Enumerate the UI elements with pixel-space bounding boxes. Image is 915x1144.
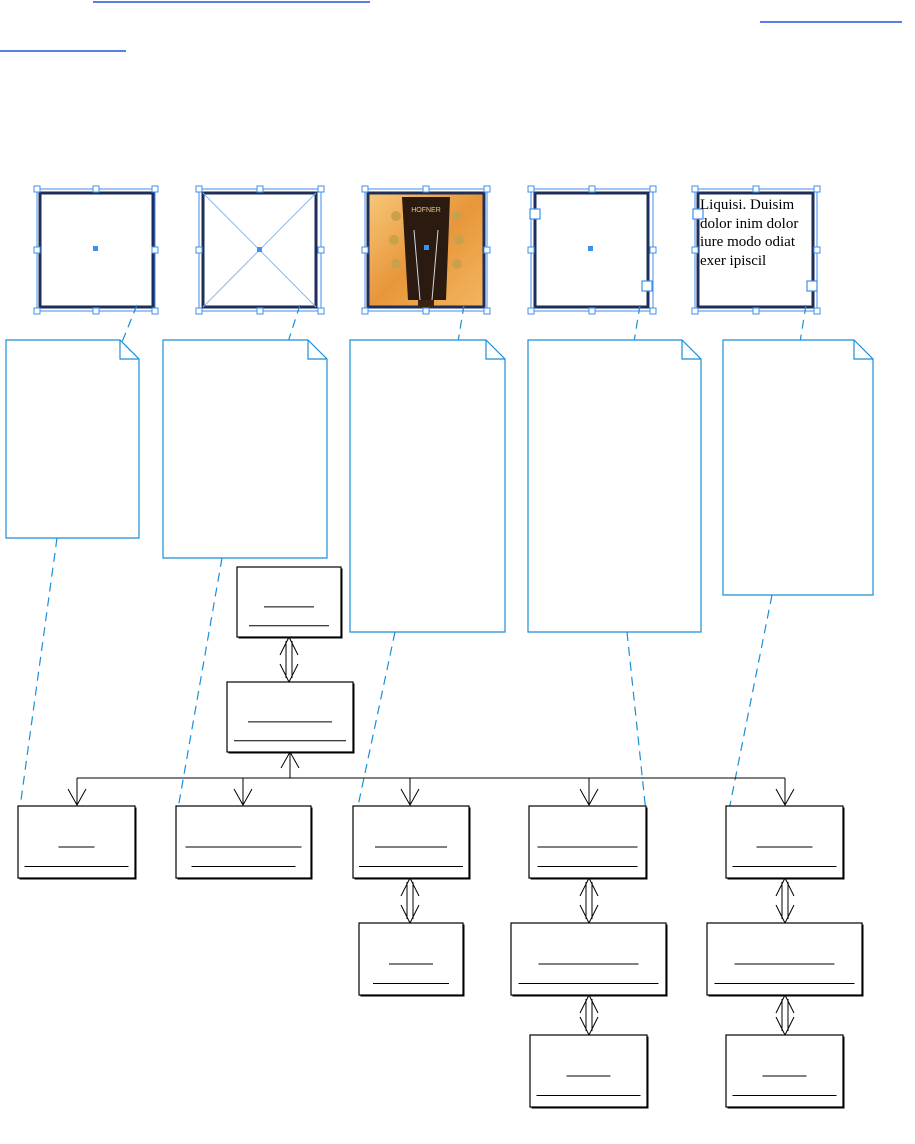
callout-note-5 xyxy=(722,339,874,596)
resize-handle[interactable] xyxy=(527,246,535,254)
resize-handle[interactable] xyxy=(33,307,41,315)
great-grandchild-box[interactable] xyxy=(725,1034,845,1109)
dashed-connectors xyxy=(17,304,807,823)
resize-handle[interactable] xyxy=(151,246,159,254)
resize-handle[interactable] xyxy=(33,246,41,254)
resize-handle[interactable] xyxy=(691,246,699,254)
selection-handles[interactable] xyxy=(33,185,821,315)
frame-text-content: Liquisi. Duisim dolor inim dolor iure mo… xyxy=(700,197,799,269)
resize-handle[interactable] xyxy=(527,185,535,193)
frame-image[interactable]: HOFNER xyxy=(364,188,488,312)
frame-text[interactable] xyxy=(694,188,818,312)
resize-handle[interactable] xyxy=(317,185,325,193)
thread-port[interactable] xyxy=(806,280,818,292)
resize-handle[interactable] xyxy=(422,185,430,193)
link-underlines xyxy=(0,1,902,52)
resize-handle[interactable] xyxy=(691,307,699,315)
callout-to-box-1 xyxy=(17,537,58,823)
callout-note-4 xyxy=(527,339,702,633)
double-arrow xyxy=(279,635,299,684)
thread-port[interactable] xyxy=(529,208,541,220)
callout-to-box-2 xyxy=(175,557,223,821)
resize-handle[interactable] xyxy=(649,307,657,315)
callout-to-box-3 xyxy=(354,631,396,821)
root-box[interactable] xyxy=(236,566,343,639)
resize-handle[interactable] xyxy=(483,185,491,193)
resize-handle[interactable] xyxy=(691,185,699,193)
thread-port[interactable] xyxy=(641,280,653,292)
arrowhead xyxy=(400,788,420,807)
resize-handle[interactable] xyxy=(361,246,369,254)
resize-handle[interactable] xyxy=(527,307,535,315)
callout-to-box-5 xyxy=(726,594,773,821)
resize-handle[interactable] xyxy=(195,307,203,315)
resize-handle[interactable] xyxy=(588,185,596,193)
resize-handle[interactable] xyxy=(649,246,657,254)
resize-handle[interactable] xyxy=(151,185,159,193)
callout-note-3 xyxy=(349,339,506,633)
resize-handle[interactable] xyxy=(649,185,657,193)
resize-handle[interactable] xyxy=(92,307,100,315)
double-arrow xyxy=(775,876,795,925)
resize-handle[interactable] xyxy=(361,307,369,315)
tree-connectors xyxy=(76,752,786,805)
parent-box[interactable] xyxy=(226,681,355,754)
arrowhead xyxy=(579,788,599,807)
callouts xyxy=(5,339,874,633)
great-grandchild-box[interactable] xyxy=(529,1034,649,1109)
child-box[interactable] xyxy=(528,805,648,880)
double-arrow xyxy=(579,876,599,925)
headstock-brand: HOFNER xyxy=(411,207,441,214)
resize-handle[interactable] xyxy=(588,307,596,315)
frame-to-callout-2 xyxy=(287,304,301,343)
callout-to-box-4 xyxy=(626,631,648,823)
double-arrow xyxy=(579,993,599,1037)
double-arrow xyxy=(400,876,420,925)
child-box[interactable] xyxy=(725,805,845,880)
callout-note-2 xyxy=(162,339,328,559)
grandchild-box[interactable] xyxy=(510,922,668,997)
resize-handle[interactable] xyxy=(151,307,159,315)
resize-handle[interactable] xyxy=(813,307,821,315)
child-box[interactable] xyxy=(17,805,137,880)
resize-handle[interactable] xyxy=(317,307,325,315)
frame-threaded[interactable] xyxy=(530,188,654,312)
arrowhead xyxy=(67,788,87,807)
resize-handle[interactable] xyxy=(752,307,760,315)
frame-to-callout-4 xyxy=(633,304,641,343)
frame-to-callout-1 xyxy=(121,304,138,343)
resize-handle[interactable] xyxy=(92,185,100,193)
resize-handle[interactable] xyxy=(483,246,491,254)
resize-handle[interactable] xyxy=(317,246,325,254)
resize-handle[interactable] xyxy=(256,185,264,193)
thread-port[interactable] xyxy=(692,208,704,220)
frame-to-callout-5 xyxy=(799,304,807,343)
resize-handle[interactable] xyxy=(422,307,430,315)
callout-note-1 xyxy=(5,339,140,539)
resize-handle[interactable] xyxy=(813,185,821,193)
child-box[interactable] xyxy=(352,805,471,880)
resize-handle[interactable] xyxy=(195,246,203,254)
hierarchy-boxes xyxy=(17,566,864,1109)
double-arrow xyxy=(775,993,795,1037)
grandchild-box[interactable] xyxy=(358,922,465,997)
resize-handle[interactable] xyxy=(813,246,821,254)
frame-to-callout-3 xyxy=(457,304,465,343)
child-box[interactable] xyxy=(175,805,313,880)
resize-handle[interactable] xyxy=(361,185,369,193)
arrowhead xyxy=(233,788,253,807)
resize-handle[interactable] xyxy=(483,307,491,315)
arrowhead xyxy=(775,788,795,807)
resize-handle[interactable] xyxy=(33,185,41,193)
resize-handle[interactable] xyxy=(195,185,203,193)
resize-handle[interactable] xyxy=(256,307,264,315)
grandchild-box[interactable] xyxy=(706,922,864,997)
resize-handle[interactable] xyxy=(752,185,760,193)
frame-placeholder[interactable] xyxy=(198,188,322,312)
frame-empty[interactable] xyxy=(36,188,156,312)
